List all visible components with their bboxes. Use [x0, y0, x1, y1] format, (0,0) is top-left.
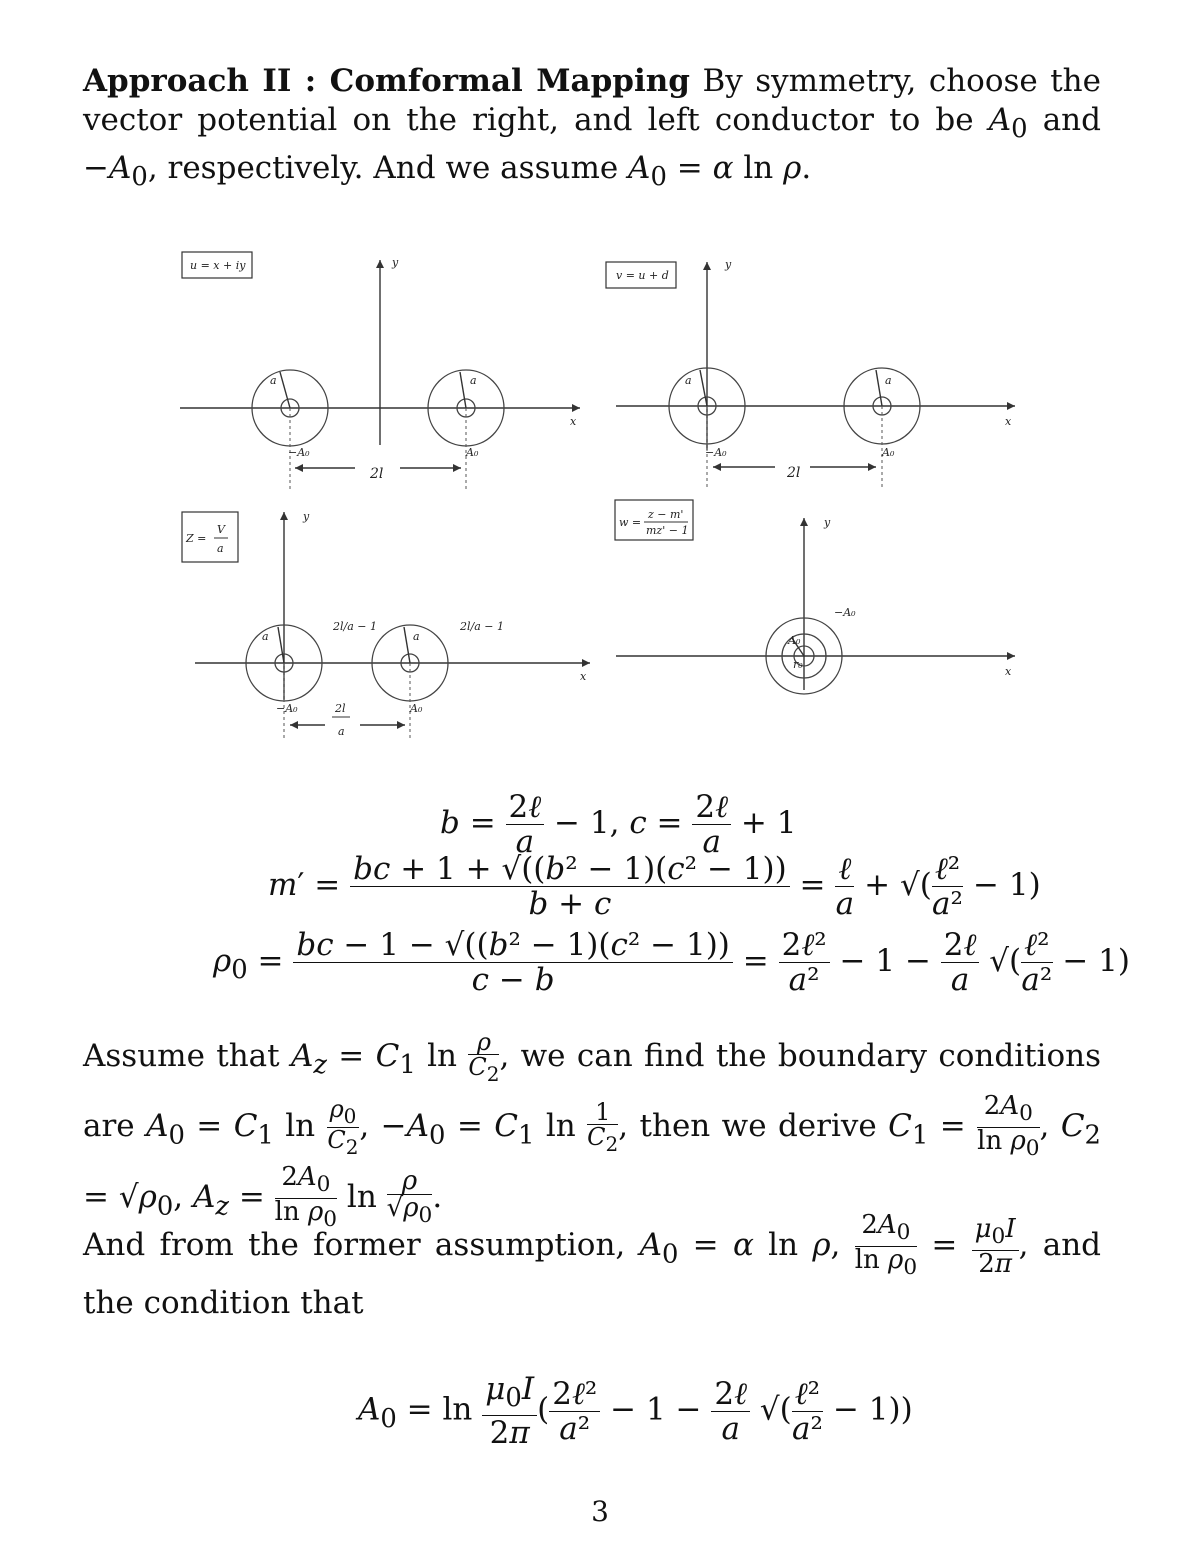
panel3-y-label: y — [302, 510, 310, 523]
assumption-paragraph: And from the former assumption, A0 = α l… — [83, 1210, 1102, 1322]
panel3-x-label: x — [580, 670, 587, 683]
panel-v-plane: v = u + d x y a a −A₀ A₀ 2l — [605, 258, 1015, 490]
panel3-formula-left: Z = — [185, 532, 206, 545]
panel2-radius-right: a — [885, 374, 892, 387]
panel3-sep-bottom: a — [338, 725, 345, 738]
panel-z-plane: Z = V a x y a a 2l/a − 1 2l/a − 1 −A₀ A₀ — [181, 510, 590, 740]
conformal-mapping-figure: u = x + iy x y a a −A₀ A₀ 2l — [180, 251, 1015, 740]
panel2-left-potential: −A₀ — [705, 446, 727, 459]
panel4-inner-circle — [781, 633, 827, 679]
panel1-left-potential: −A₀ — [288, 446, 310, 459]
panel1-radius-left: a — [270, 374, 277, 387]
panel2-right-potential: A₀ — [881, 446, 895, 459]
panel4-formula-bottom: mz' − 1 — [646, 524, 688, 537]
panel1-right-potential: A₀ — [465, 446, 479, 459]
panel4-outer-potential: −A₀ — [834, 606, 856, 619]
panel3-mid1: 2l/a − 1 — [332, 620, 377, 633]
panel2-radius-left: a — [685, 374, 692, 387]
panel3-radius-left: a — [262, 630, 269, 643]
panel4-inner-potential: A₀ — [787, 634, 801, 647]
panel4-formula-box — [614, 499, 694, 541]
panel4-x-label: x — [1005, 665, 1012, 678]
panel2-formula: v = u + d — [616, 269, 669, 282]
panel1-radius-right: a — [470, 374, 477, 387]
panel4-y-label: y — [823, 516, 831, 529]
panel1-y-label: y — [391, 256, 399, 269]
panel3-left-potential: −A₀ — [276, 702, 298, 715]
page-number: 3 — [591, 1495, 609, 1528]
panel1-x-label: x — [570, 415, 577, 428]
panel4-outer-circle — [765, 617, 843, 695]
equation-rho0: ρ0 = bc − 1 − √((b² − 1)(c² − 1))c − b =… — [213, 927, 1130, 998]
panel3-sep-top: 2l — [334, 702, 346, 715]
equation-m-prime: m′ = bc + 1 + √((b² − 1)(c² − 1))b + c =… — [268, 851, 1041, 922]
panel4-formula-top: z − m' — [647, 508, 683, 521]
panel2-x-label: x — [1005, 415, 1012, 428]
panel1-separation: 2l — [369, 466, 383, 482]
panel3-formula-top: V — [217, 523, 226, 536]
panel3-formula-box — [181, 511, 239, 563]
panel4-rho-label: r₀ — [793, 658, 803, 671]
panel-u-plane: u = x + iy x y a a −A₀ A₀ 2l — [180, 251, 580, 490]
panel3-right-potential: A₀ — [409, 702, 423, 715]
panel4-formula-left: w = — [619, 516, 641, 529]
panel3-mid2: 2l/a − 1 — [459, 620, 504, 633]
panel3-formula-bottom: a — [217, 542, 224, 555]
panel2-y-label: y — [724, 258, 732, 271]
panel1-formula: u = x + iy — [190, 259, 246, 272]
panel3-radius-right: a — [413, 630, 420, 643]
panel2-separation: 2l — [786, 465, 800, 481]
panel-w-plane: w = z − m' mz' − 1 x y A₀ r₀ −A₀ — [614, 499, 1015, 695]
panel1-formula-box — [181, 251, 253, 279]
section-heading: Approach II : Comformal Mapping — [83, 63, 690, 99]
panel2-formula-box — [605, 261, 677, 289]
intro-paragraph: Approach II : Comformal Mapping By symme… — [83, 63, 1101, 193]
